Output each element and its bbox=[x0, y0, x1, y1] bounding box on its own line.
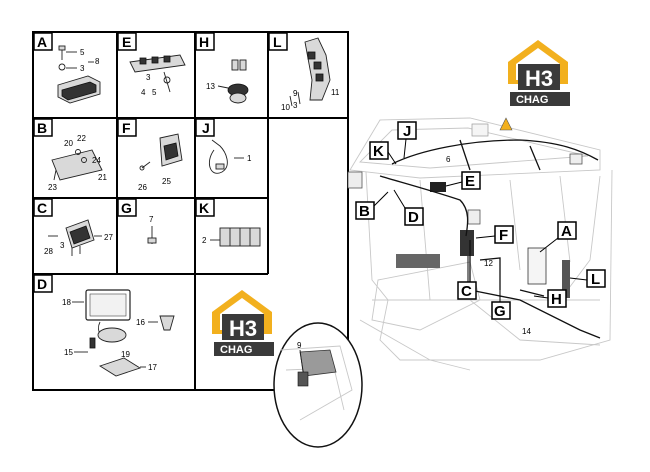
logo-mid-chag: CHAG bbox=[220, 344, 252, 356]
panel-e: E 3 4 5 bbox=[117, 32, 186, 97]
svg-text:A: A bbox=[561, 223, 572, 240]
callout-l-10: 10 bbox=[281, 103, 290, 112]
cab-number-14: 14 bbox=[522, 327, 531, 336]
panel-d: D 18 16 15 19 17 bbox=[33, 274, 175, 377]
panel-e-letter: E bbox=[122, 34, 131, 50]
cab-label-a: A bbox=[539, 221, 577, 253]
cab-label-b: B bbox=[355, 191, 389, 220]
callout-l-3: 3 bbox=[293, 101, 298, 110]
panel-c: C 28 3 27 bbox=[33, 198, 113, 256]
callout-b-24: 24 bbox=[92, 156, 101, 165]
callout-b-20: 20 bbox=[64, 139, 73, 148]
svg-text:H: H bbox=[551, 291, 562, 308]
cab-label-e: E bbox=[445, 171, 481, 190]
panel-k: K 2 bbox=[195, 198, 261, 247]
callout-h-13: 13 bbox=[206, 82, 215, 91]
svg-text:E: E bbox=[465, 173, 475, 190]
svg-text:F: F bbox=[499, 227, 508, 244]
callout-b-21: 21 bbox=[98, 173, 107, 182]
callout-l-11: 11 bbox=[331, 88, 340, 97]
callout-f-25: 25 bbox=[162, 177, 171, 186]
callout-c-3: 3 bbox=[60, 241, 65, 250]
logo-top-chag: CHAG bbox=[516, 94, 548, 106]
detail-callout-9: 9 bbox=[297, 341, 302, 350]
callout-a-5: 5 bbox=[80, 48, 85, 57]
cab-label-j: J bbox=[397, 121, 417, 159]
callout-g-7: 7 bbox=[149, 215, 154, 224]
callout-l-9: 9 bbox=[293, 89, 298, 98]
callout-j-1: 1 bbox=[247, 154, 252, 163]
callout-a-8: 8 bbox=[95, 57, 100, 66]
brand-logo-middle: H3 CHAG bbox=[212, 290, 274, 356]
callout-f-26: 26 bbox=[138, 183, 147, 192]
panel-f-letter: F bbox=[122, 120, 131, 136]
callout-e-5: 5 bbox=[152, 88, 157, 97]
cab-label-l: L bbox=[569, 269, 606, 288]
cab-number-12: 12 bbox=[484, 259, 493, 268]
wiring-harness bbox=[379, 139, 601, 339]
callout-d-17: 17 bbox=[148, 363, 157, 372]
panel-a-letter: A bbox=[37, 34, 47, 50]
cab-number-6: 6 bbox=[446, 155, 451, 164]
panel-l: L 10 3 9 11 bbox=[268, 32, 340, 112]
panel-j-letter: J bbox=[202, 120, 210, 136]
callout-d-18: 18 bbox=[62, 298, 71, 307]
logo-mid-h3: H3 bbox=[229, 316, 257, 341]
logo-top-h3: H3 bbox=[525, 66, 553, 91]
svg-text:B: B bbox=[359, 203, 370, 220]
panel-c-letter: C bbox=[37, 200, 47, 216]
svg-text:D: D bbox=[408, 209, 419, 226]
callout-c-27: 27 bbox=[104, 233, 113, 242]
panel-h: H 13 bbox=[195, 32, 249, 104]
callout-d-16: 16 bbox=[136, 318, 145, 327]
panel-g: G 7 bbox=[117, 198, 157, 244]
panel-d-letter: D bbox=[37, 276, 47, 292]
cab-label-h: H bbox=[533, 289, 567, 308]
cab-label-d: D bbox=[393, 189, 424, 226]
detail-ellipse: 9 bbox=[273, 322, 363, 448]
panel-a: A 5 3 8 bbox=[33, 32, 101, 104]
brand-logo-top: H3 CHAG bbox=[508, 40, 570, 106]
panel-h-letter: H bbox=[199, 34, 209, 50]
svg-text:C: C bbox=[461, 283, 472, 300]
callout-e-4: 4 bbox=[141, 88, 146, 97]
cab-callouts: A B C D E F G H J K L 6 12 14 bbox=[355, 121, 606, 336]
cab-drawing bbox=[347, 117, 613, 371]
callout-d-19: 19 bbox=[121, 350, 130, 359]
callout-c-28: 28 bbox=[44, 247, 53, 256]
panel-f: F 26 25 bbox=[117, 118, 183, 192]
svg-text:K: K bbox=[373, 143, 384, 160]
panel-k-letter: K bbox=[199, 200, 209, 216]
cab-label-g: G bbox=[491, 290, 511, 320]
callout-d-15: 15 bbox=[64, 348, 73, 357]
panel-l-letter: L bbox=[273, 34, 282, 50]
callout-b-23: 23 bbox=[48, 183, 57, 192]
panel-j: J 1 bbox=[195, 118, 252, 174]
panel-b: B 20 22 24 23 21 bbox=[33, 118, 107, 192]
cab-label-k: K bbox=[369, 141, 397, 165]
cab-label-c: C bbox=[457, 256, 477, 300]
panel-b-letter: B bbox=[37, 120, 47, 136]
callout-a-3: 3 bbox=[80, 64, 85, 73]
svg-text:L: L bbox=[591, 271, 600, 288]
panel-g-letter: G bbox=[121, 200, 132, 216]
svg-text:J: J bbox=[403, 123, 411, 140]
panel-grid bbox=[32, 31, 349, 391]
callout-b-22: 22 bbox=[77, 134, 86, 143]
callout-e-3: 3 bbox=[146, 73, 151, 82]
svg-text:G: G bbox=[494, 303, 506, 320]
callout-k-2: 2 bbox=[202, 236, 207, 245]
cab-label-f: F bbox=[475, 225, 514, 244]
